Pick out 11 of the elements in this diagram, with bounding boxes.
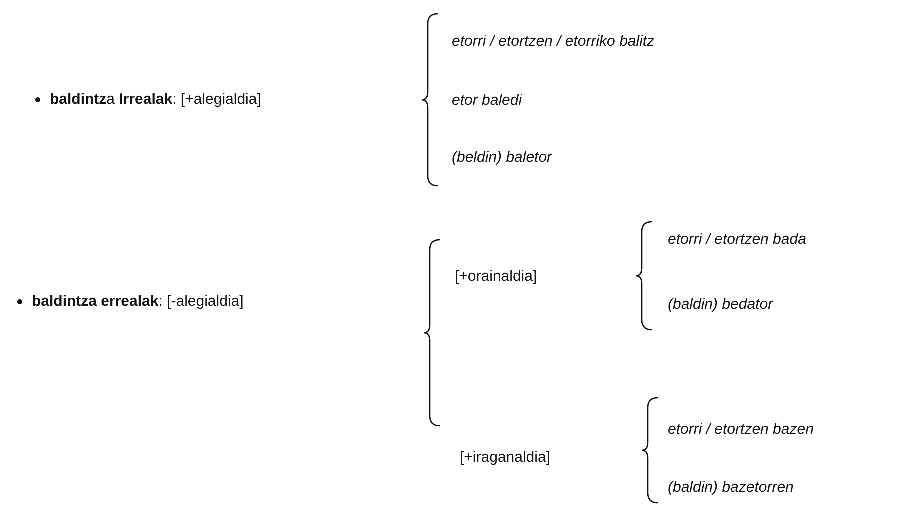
category-text: baldintza Irrealak: [+alegialdia]: [50, 91, 262, 109]
example-text: etorri / etortzen bazen: [668, 421, 814, 439]
category-text: [+orainaldia]: [455, 268, 538, 286]
example-text: etorri / etortzen / etorriko balitz: [452, 33, 655, 51]
category-text: [+iraganaldia]: [460, 449, 550, 467]
example-text: (beldin) baletor: [452, 149, 552, 167]
example-text: (baldin) bedator: [668, 296, 774, 314]
example-text: etor baledi: [452, 92, 522, 110]
category-text: baldintza errealak: [-alegialdia]: [32, 293, 244, 311]
example-text: (baldin) bazetorren: [668, 479, 794, 497]
example-text: etorri / etortzen bada: [668, 231, 806, 249]
